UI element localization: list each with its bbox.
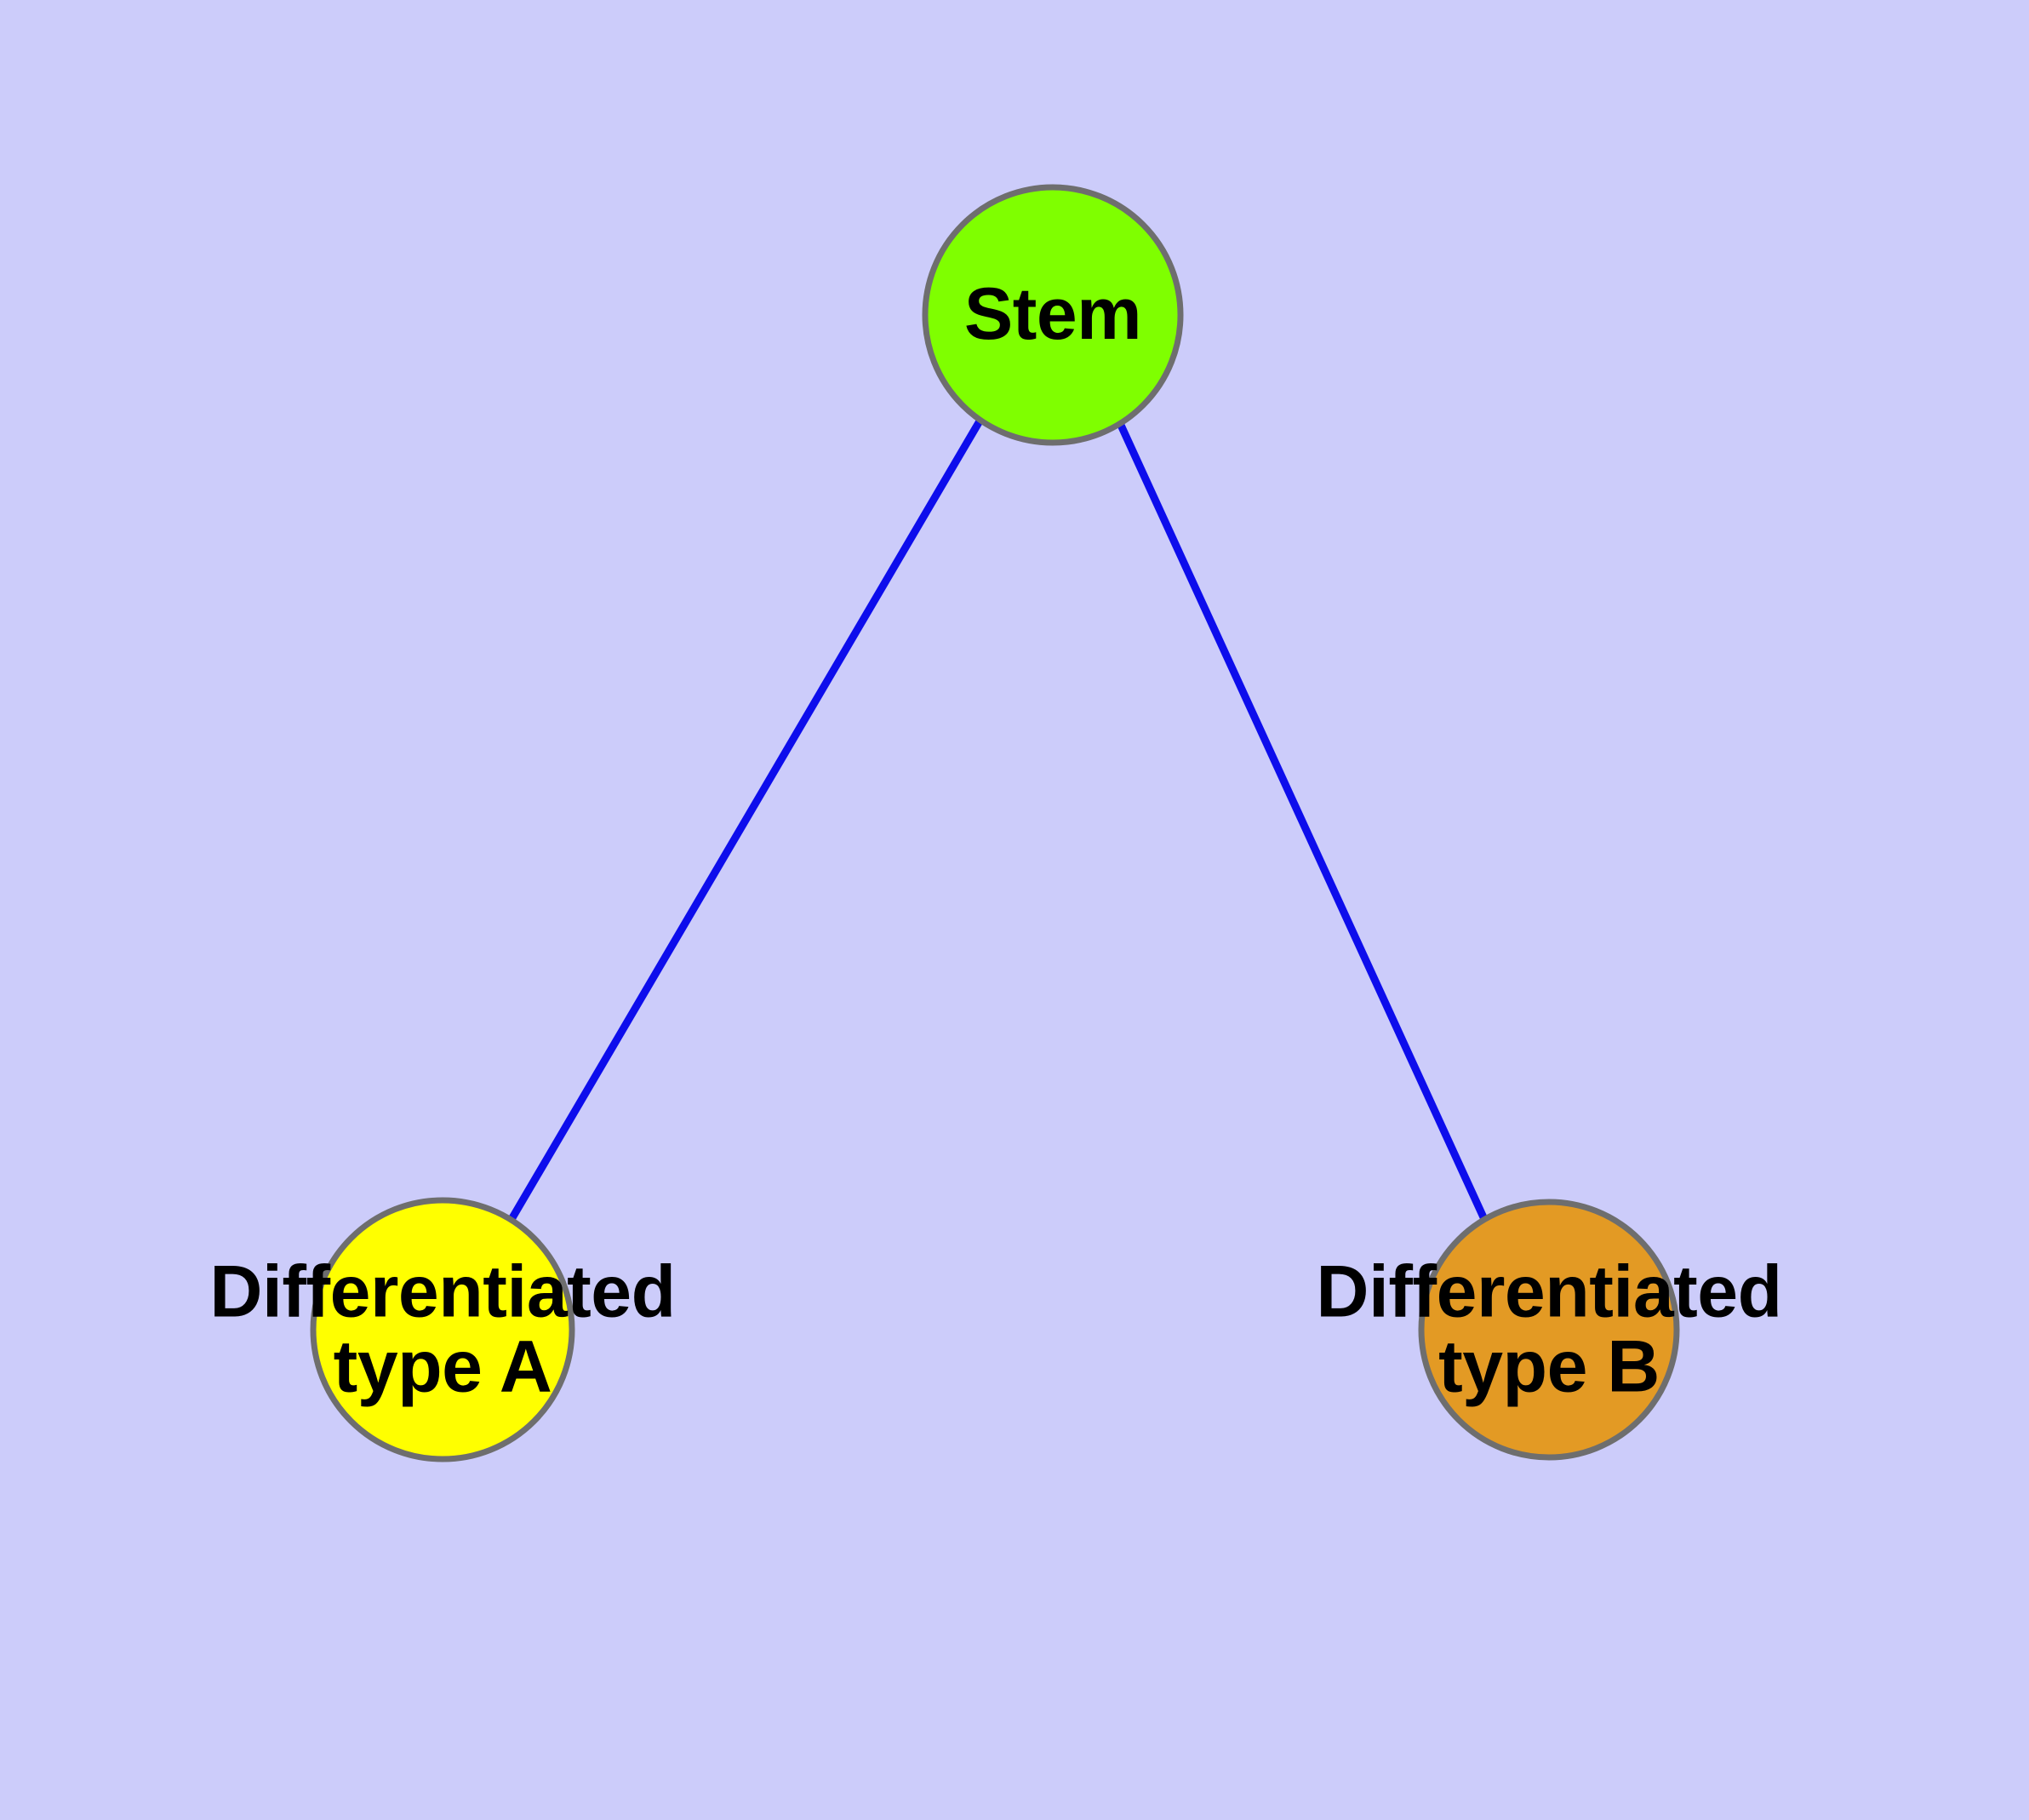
node-diff-a-circle[interactable]	[310, 1197, 575, 1462]
edge-stem-to-diff-b[interactable]	[1115, 420, 1488, 1219]
node-layer	[310, 184, 1680, 1462]
edge-layer	[507, 417, 1488, 1223]
node-diff-b-circle[interactable]	[1418, 1199, 1680, 1461]
edge-stem-to-diff-a[interactable]	[507, 417, 984, 1223]
node-stem-circle[interactable]	[922, 184, 1184, 446]
